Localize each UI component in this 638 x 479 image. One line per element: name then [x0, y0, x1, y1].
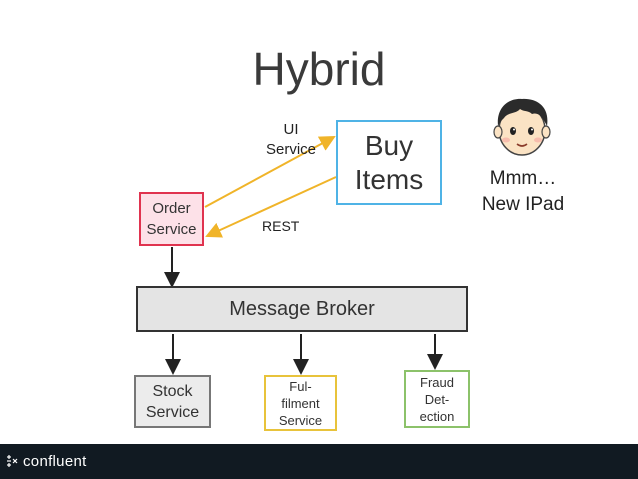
rest-label: REST	[262, 218, 300, 234]
brand-name: confluent	[23, 452, 87, 470]
confluent-logo: confluent	[6, 447, 87, 475]
buy-items-box: Buy Items	[336, 120, 442, 205]
order-service-box: Order Service	[139, 192, 204, 246]
fraud-detection-box: Fraud Det- ection	[404, 370, 470, 428]
stock-service-box: Stock Service	[134, 375, 211, 428]
boy-face-icon	[493, 98, 551, 156]
ui-service-label: UI Service	[265, 121, 317, 158]
footer-bar	[0, 444, 638, 479]
message-broker-box: Message Broker	[136, 286, 468, 332]
slide-title: Hybrid	[252, 43, 386, 95]
confluent-logo-icon	[7, 455, 18, 467]
arrow-buy-to-order	[205, 176, 337, 238]
user-thought: Mmm… New IPad	[481, 168, 565, 215]
arrow-order-to-buy	[204, 136, 336, 208]
fulfilment-service-box: Ful- filment Service	[264, 375, 337, 431]
